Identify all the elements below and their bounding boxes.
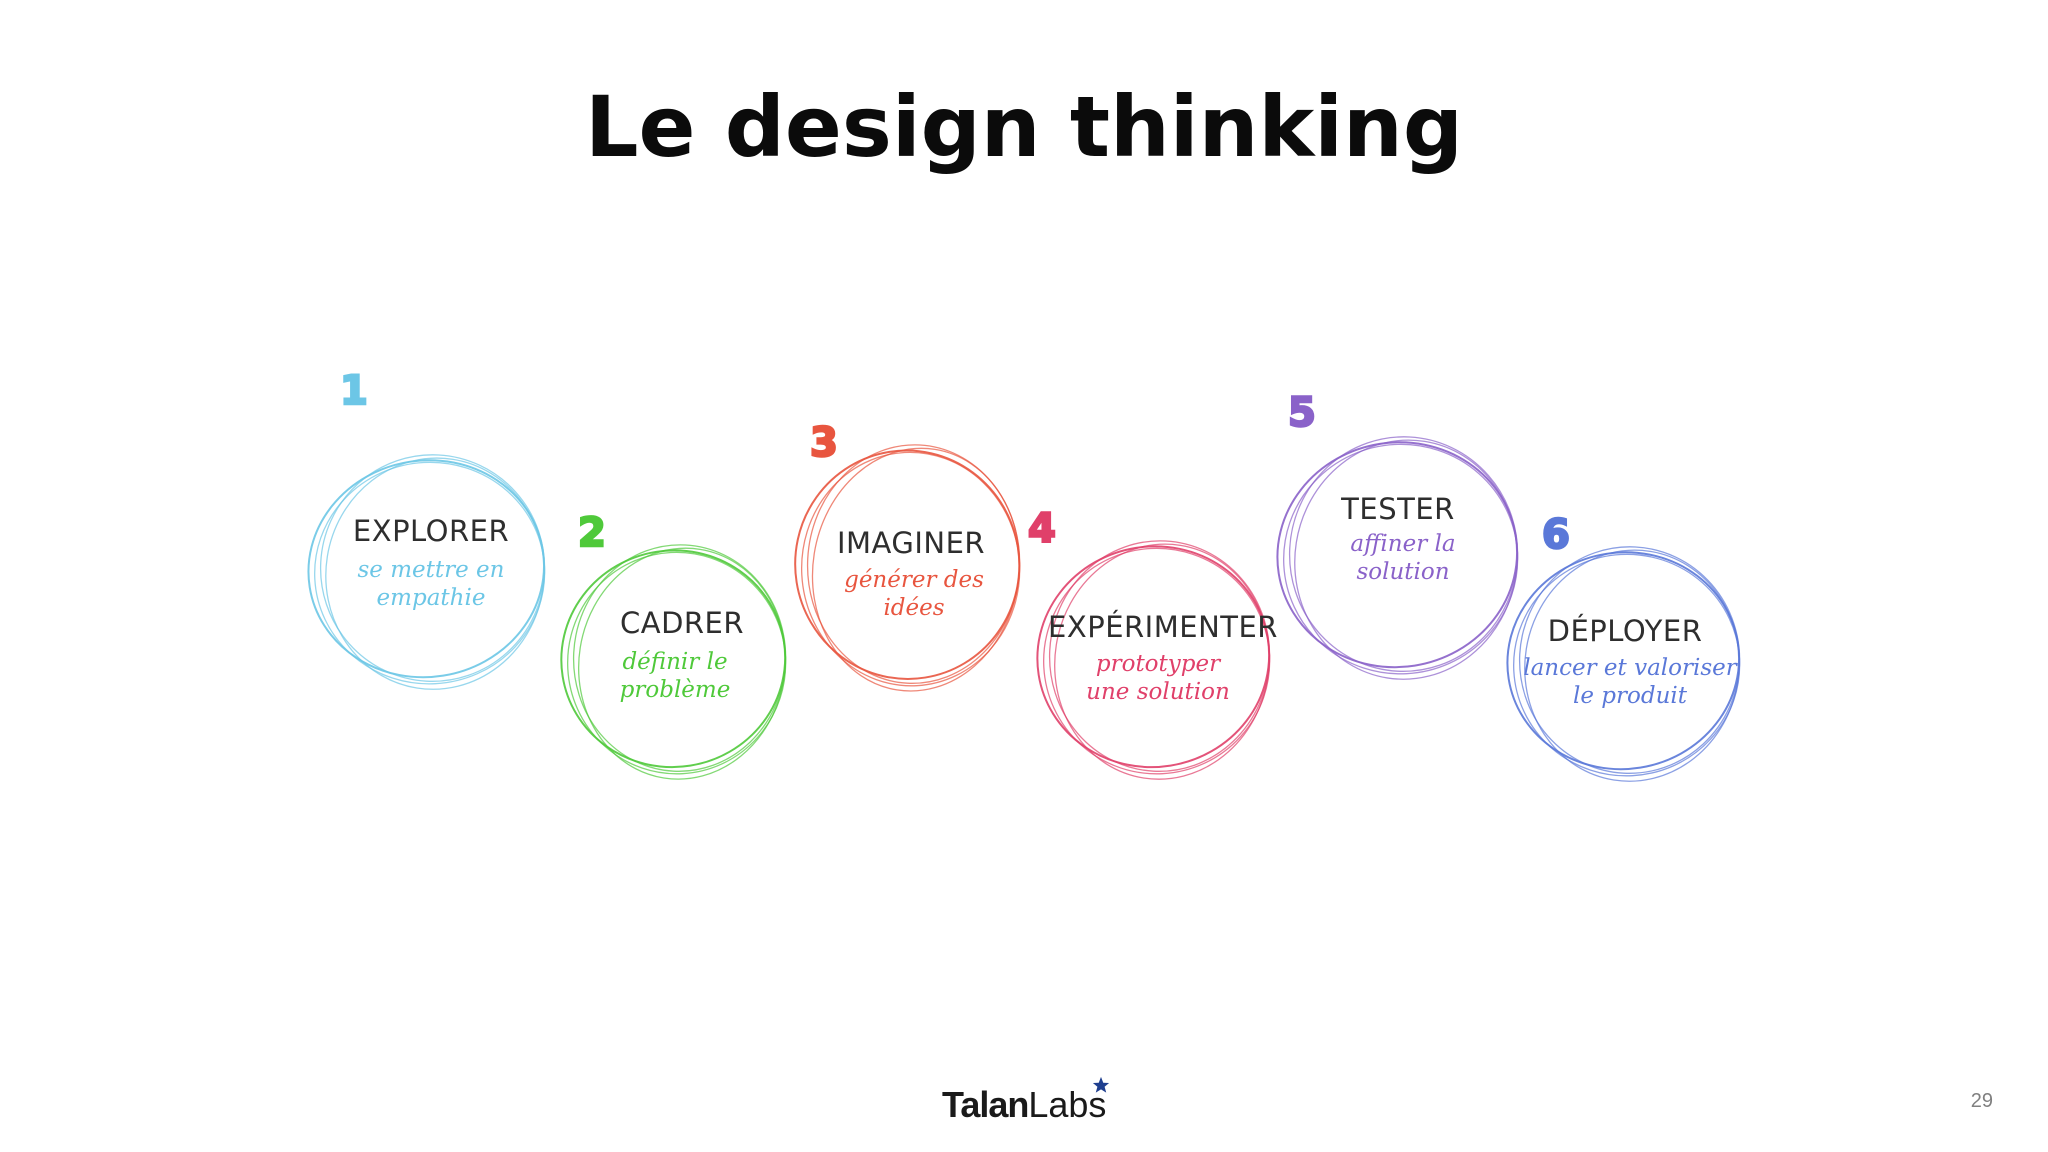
sketch-circles [307,436,1741,782]
sketch-circle-stroke [577,547,786,780]
step-title-tester: TESTER [1341,492,1455,526]
step-subtitle-imaginer: générer des idées [844,567,984,621]
step-subtitle-cadrer: définir le problème [619,649,731,703]
step-number-2: 2 [577,509,607,558]
step-number-4: 4 [1027,505,1057,554]
design-thinking-diagram: 1 EXPLORER se mettre en empathie 2 CADRE… [290,367,1760,800]
sketch-circle-stroke [1524,549,1740,782]
sketch-circle-stroke [325,457,545,690]
step-number-6: 6 [1541,511,1571,560]
step-subtitle-explorer: se mettre en empathie [357,557,505,611]
step-subtitle-deployer: lancer et valoriser le produit [1523,655,1737,709]
step-number-3: 3 [809,419,839,468]
step-title-deployer: DÉPLOYER [1547,614,1703,648]
step-number-5: 5 [1287,389,1317,438]
star-icon [1092,1076,1110,1093]
logo-brand-bold: Talan [942,1084,1029,1125]
step-number-1: 1 [339,367,369,416]
slide-title: Le design thinking [585,78,1463,176]
step-title-imaginer: IMAGINER [836,526,986,560]
sketch-circle-stroke [1054,543,1270,780]
talanlabs-logo: TalanLabs [942,1076,1110,1128]
step-title-explorer: EXPLORER [352,514,510,548]
sketch-circle-stroke [1294,439,1518,680]
sketch-circle-stroke [794,449,1021,680]
sketch-circle-stroke [811,447,1021,692]
step-subtitle-experimenter: prototyper une solution [1086,651,1230,705]
step-title-cadrer: CADRER [619,606,745,640]
step-title-experimenter: EXPÉRIMENTER [1048,610,1278,644]
step-subtitle-tester: affiner la solution [1350,531,1456,585]
logo-brand-light: Labs [1028,1084,1107,1125]
page-number: 29 [1970,1090,1993,1112]
